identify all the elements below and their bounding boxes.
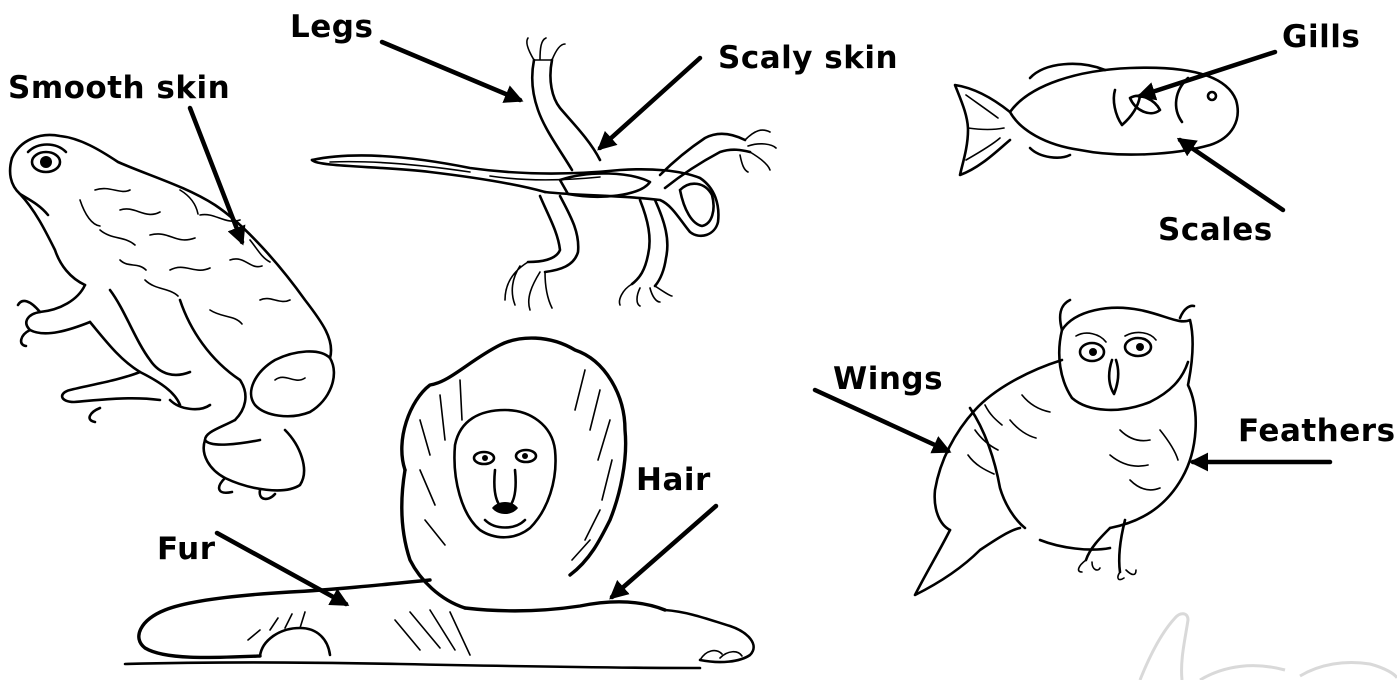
label-wings: Wings (833, 361, 943, 397)
watermark-mark (1140, 614, 1397, 680)
label-hair: Hair (636, 462, 711, 498)
lizard-illustration (312, 38, 776, 310)
arrow-smooth-skin (190, 108, 242, 242)
label-feathers: Feathers (1238, 413, 1396, 449)
arrow-wings (815, 390, 948, 451)
arrow-scales (1180, 140, 1283, 210)
arrow-legs (382, 42, 520, 100)
owl-illustration (915, 300, 1196, 595)
label-scales: Scales (1158, 212, 1273, 248)
arrow-hair (612, 506, 716, 597)
arrows (190, 42, 1330, 604)
fish-illustration (955, 64, 1238, 175)
arrow-scaly-skin (600, 58, 700, 148)
lion-illustration (125, 338, 754, 668)
frog-illustration (10, 135, 334, 499)
label-legs: Legs (290, 9, 373, 45)
label-fur: Fur (157, 531, 216, 567)
arrow-gills (1140, 52, 1275, 96)
label-gills: Gills (1282, 19, 1360, 55)
label-scaly-skin: Scaly skin (718, 40, 898, 76)
label-smooth-skin: Smooth skin (8, 70, 230, 106)
